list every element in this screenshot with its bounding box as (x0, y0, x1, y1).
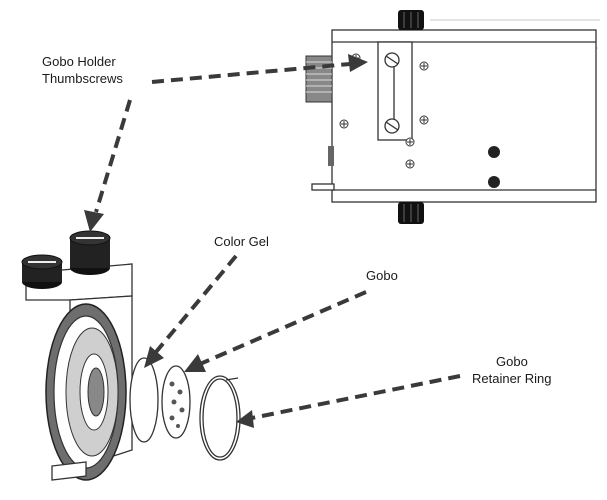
fixture-housing (305, 10, 600, 224)
label-color-gel: Color Gel (214, 234, 269, 249)
label-thumbscrews-line1: Gobo Holder (42, 54, 116, 69)
thumbscrew-left (21, 254, 63, 289)
retainer-ring (199, 375, 241, 461)
arrow-gobo (184, 290, 367, 372)
gear-wheel (45, 303, 127, 481)
label-retainer-line1: Gobo (496, 354, 528, 369)
label-retainer-line2: Retainer Ring (472, 371, 552, 386)
arrow-thumbscrews-to-knobs (84, 99, 132, 232)
bottom-knob (398, 202, 424, 224)
color-gel-disc (129, 357, 159, 443)
heatsink-fins (305, 55, 333, 103)
thumbscrew-right (69, 230, 111, 275)
gobo-disc (161, 365, 191, 439)
arrow-color-gel (144, 254, 238, 368)
arrow-retainer-ring (236, 374, 461, 428)
label-gobo: Gobo (366, 268, 398, 283)
housing-body (331, 29, 597, 203)
top-knob (398, 10, 424, 30)
gobo-holder-assembly (21, 230, 133, 481)
label-thumbscrews-line2: Thumbscrews (42, 71, 123, 86)
arrow-thumbscrews-to-housing (151, 54, 368, 84)
